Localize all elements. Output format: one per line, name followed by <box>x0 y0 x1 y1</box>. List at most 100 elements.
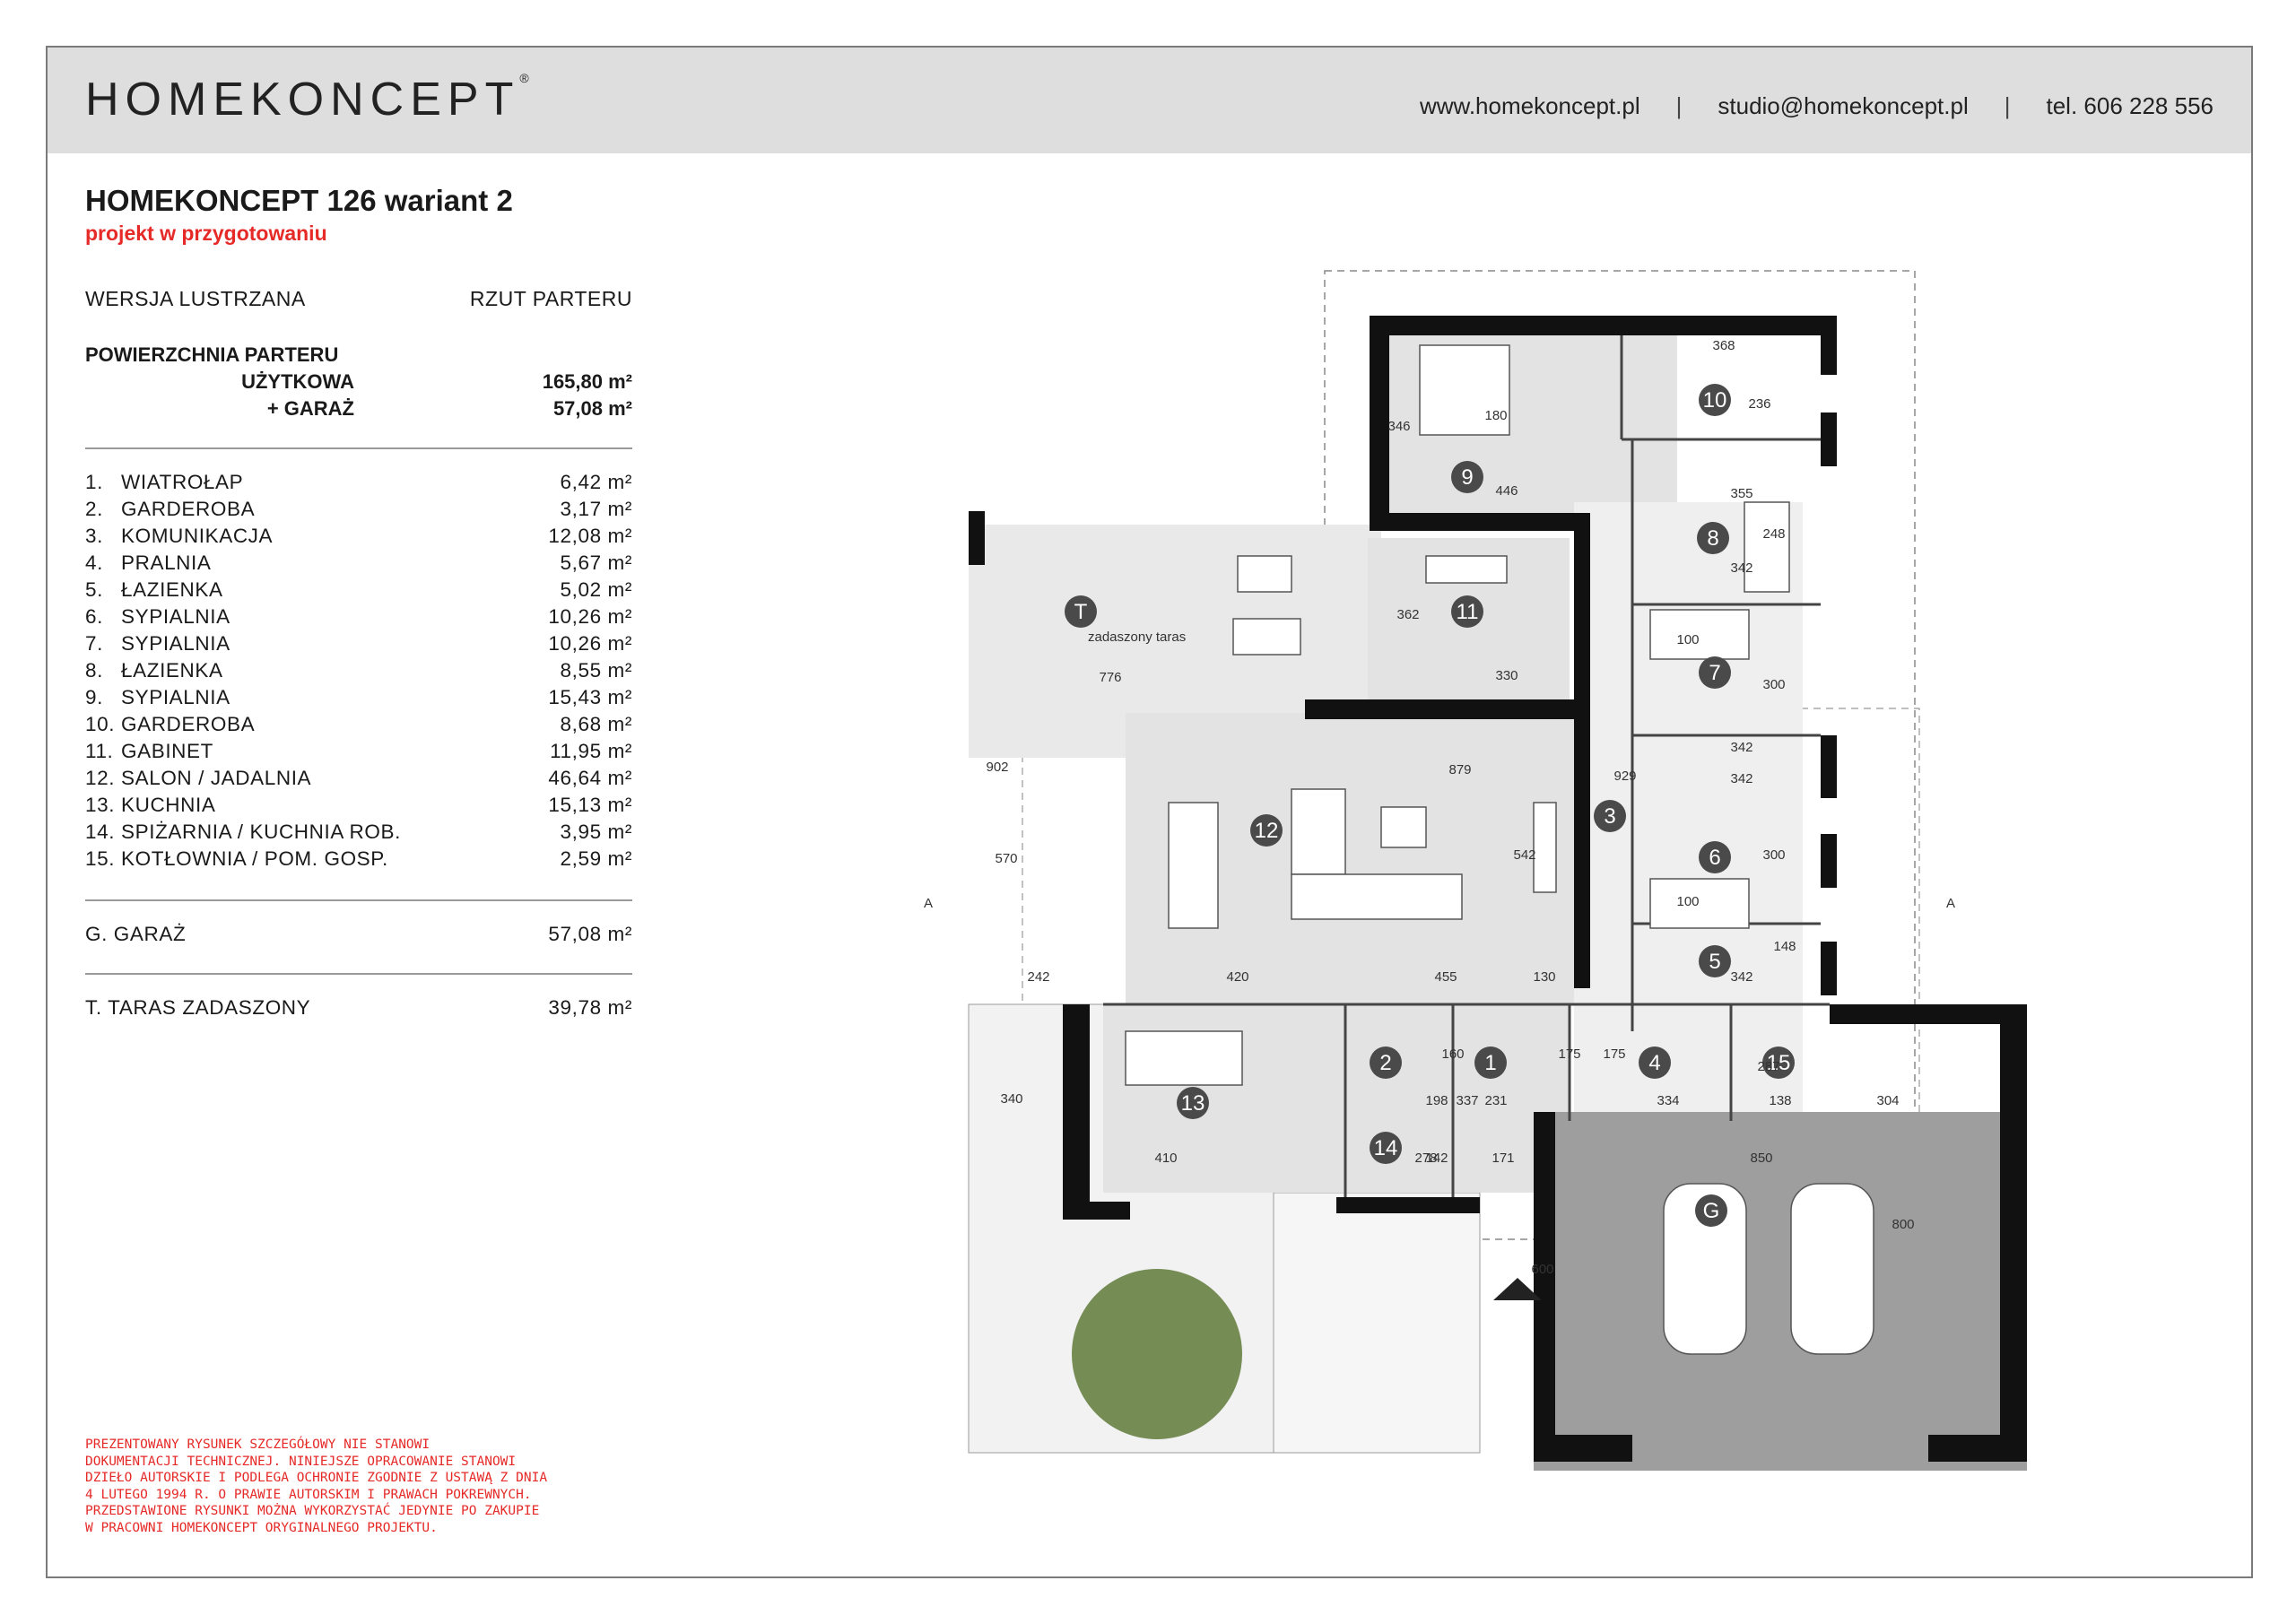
room-marker: 15 <box>1762 1046 1795 1079</box>
disclaimer-line: W PRACOWNI HOMEKONCEPT ORYGINALNEGO PROJ… <box>85 1520 438 1535</box>
room-num: 9. <box>85 686 103 708</box>
divider <box>85 973 632 975</box>
room-row: 15.KOTŁOWNIA / POM. GOSP.2,59 m² <box>85 846 632 873</box>
view-label: RZUT PARTERU <box>469 287 632 310</box>
dimension-label: 342 <box>1730 740 1752 755</box>
dimension-label: 330 <box>1495 668 1518 683</box>
room-name: GARDEROBA <box>121 713 256 735</box>
room-row: 9. SYPIALNIA 15,43 m² <box>85 684 632 711</box>
disclaimer-text: PREZENTOWANY RYSUNEK SZCZEGÓŁOWY NIE STA… <box>85 1437 650 1536</box>
room-marker: G <box>1695 1194 1727 1227</box>
eave-outline <box>1022 708 1920 1158</box>
garage-floor <box>1534 1112 2027 1471</box>
car-icon <box>1663 1183 1747 1355</box>
room-name: GARDEROBA <box>121 498 256 520</box>
email-link[interactable]: studio@homekoncept.pl <box>1718 92 1969 119</box>
tree-icon <box>1072 1269 1242 1439</box>
svg-text:1: 1 <box>1484 1051 1496 1075</box>
info-panel: HOMEKONCEPT 126 wariant 2 projekt w przy… <box>85 184 632 1020</box>
dimension-label: 130 <box>1533 969 1555 985</box>
room-marker: 12 <box>1250 814 1283 847</box>
furniture <box>1125 344 1874 1355</box>
page-frame <box>46 46 2253 1578</box>
terrace-value: 39,78 m² <box>548 996 632 1019</box>
room-area: 5,02 m² <box>560 578 632 601</box>
dimension-label: 198 <box>1425 1093 1448 1108</box>
dimension-label: 160 <box>1441 1046 1464 1062</box>
dimension-label: 231 <box>1484 1093 1507 1108</box>
garden-table-icon <box>1237 555 1292 593</box>
room-num: 14. <box>85 821 116 843</box>
disclaimer-line: DOKUMENTACJI TECHNICZNEJ. NINIEJSZE OPRA… <box>85 1454 517 1469</box>
svg-text:T: T <box>1074 600 1088 624</box>
room-name: GABINET <box>121 740 213 762</box>
entrance-paving <box>1273 1192 1481 1454</box>
room-area: 12,08 m² <box>548 525 632 547</box>
room-area: 3,17 m² <box>560 498 632 520</box>
entrance-arrow-icon <box>1493 1278 1542 1300</box>
disclaimer-line: DZIEŁO AUTORSKIE I PODLEGA OCHRONIE ZGOD… <box>85 1471 548 1485</box>
room-area: 5,67 m² <box>560 551 632 574</box>
phone-number[interactable]: tel. 606 228 556 <box>2046 92 2214 119</box>
dimension-label: 342 <box>1730 969 1752 985</box>
room-num: 12. <box>85 767 116 789</box>
room-name: KOTŁOWNIA / POM. GOSP. <box>121 847 388 870</box>
dimension-label: 175 <box>1603 1046 1625 1062</box>
room-marker: 8 <box>1697 522 1729 554</box>
room-num: 1. <box>85 471 103 493</box>
svg-text:9: 9 <box>1461 465 1473 490</box>
svg-text:12: 12 <box>1255 819 1279 843</box>
room-num: 8. <box>85 659 103 682</box>
room-name: SYPIALNIA <box>121 686 230 708</box>
room-area: 15,43 m² <box>548 686 632 708</box>
svg-text:15: 15 <box>1767 1051 1791 1075</box>
room-marker: 13 <box>1177 1087 1209 1119</box>
dimension-label: 100 <box>1676 632 1699 647</box>
brand-logo: HOMEKONCEPT® <box>85 71 529 126</box>
dimension-label: 148 <box>1773 939 1796 954</box>
room-num: 7. <box>85 632 103 655</box>
room-num: 11. <box>85 740 114 762</box>
bed-icon <box>1649 609 1750 660</box>
svg-text:6: 6 <box>1709 846 1720 870</box>
dimension-label: 340 <box>1000 1091 1022 1107</box>
project-status: projekt w przygotowaniu <box>85 221 327 245</box>
room-marker: 5 <box>1699 945 1731 977</box>
room-marker: 10 <box>1699 384 1731 416</box>
room-marker: 9 <box>1451 461 1483 493</box>
disclaimer-line: 4 LUTEGO 1994 R. O PRAWIE AUTORSKIM I PR… <box>85 1487 532 1502</box>
dimension-label: 287 <box>1757 1059 1779 1074</box>
room-name: PRALNIA <box>121 551 212 574</box>
dimension-label: 929 <box>1613 769 1636 784</box>
terrace-caption: zadaszony taras <box>1088 630 1186 645</box>
dimension-label: 236 <box>1748 396 1770 412</box>
dimension-label: 362 <box>1396 607 1419 622</box>
separator: | <box>2004 92 2011 119</box>
svg-text:8: 8 <box>1707 526 1718 551</box>
website-link[interactable]: www.homekoncept.pl <box>1419 92 1640 119</box>
terrace-row: T. TARAS ZADASZONY 39,78 m² <box>85 996 632 1020</box>
divider <box>85 447 632 449</box>
sofa-icon <box>1425 555 1508 584</box>
room-area: 8,55 m² <box>560 659 632 682</box>
dimension-label: 278 <box>1414 1151 1437 1166</box>
usable-area-label: UŻYTKOWA <box>241 370 354 393</box>
room-area: 3,95 m² <box>560 821 632 843</box>
svg-text:5: 5 <box>1709 950 1720 974</box>
garage-area-value: 57,08 m² <box>552 397 632 420</box>
dimension-label: 455 <box>1434 969 1457 985</box>
divider <box>85 899 632 901</box>
dimension-label: 138 <box>1769 1093 1791 1108</box>
room-name: SPIŻARNIA / KUCHNIA ROB. <box>121 821 401 843</box>
walls <box>969 316 2027 1462</box>
dimension-label: 342 <box>1730 771 1752 786</box>
svg-text:14: 14 <box>1374 1136 1398 1160</box>
dimension-label: 368 <box>1712 338 1735 353</box>
section-marker-left: A <box>924 896 933 911</box>
dimension-label: 800 <box>1892 1217 1914 1232</box>
